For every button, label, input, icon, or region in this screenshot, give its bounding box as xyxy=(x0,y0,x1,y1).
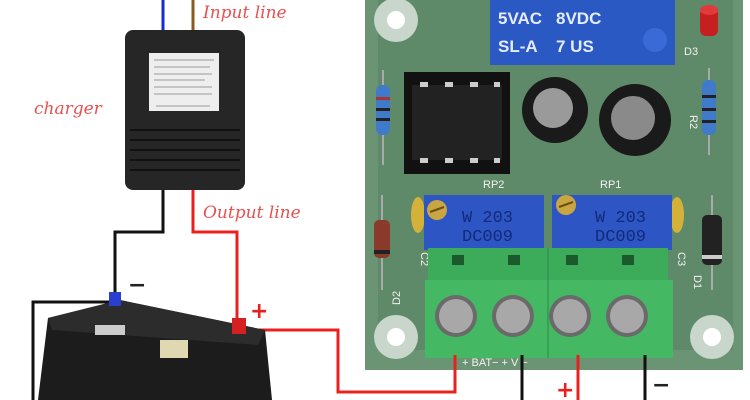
pot-label: W 203 xyxy=(462,209,513,228)
silk-c2: C2 xyxy=(418,252,430,266)
relay: 5VAC 8VDC SL-A 7 US xyxy=(490,0,675,65)
silk-d2: D2 xyxy=(391,291,403,305)
battery-negative-wire xyxy=(31,300,112,400)
battery-negative-terminal xyxy=(109,292,121,306)
silk-r2: R2 xyxy=(687,115,699,129)
led xyxy=(700,5,718,36)
silk-d1: D1 xyxy=(691,275,703,289)
ceramic-capacitor xyxy=(411,197,425,233)
potentiometer-rp2[interactable]: W 203 DC009 xyxy=(424,195,544,250)
terminal-screw[interactable] xyxy=(435,295,477,337)
terminal-labels: + BAT− + V − xyxy=(462,357,528,369)
wires xyxy=(31,0,647,400)
board-minus-sign: − xyxy=(652,373,670,398)
ic-chip xyxy=(404,72,510,174)
potentiometer-rp1[interactable]: W 203 DC009 xyxy=(552,195,672,250)
resistor xyxy=(376,70,390,165)
silk-c3: C3 xyxy=(675,252,687,266)
diode xyxy=(702,195,722,290)
capacitor xyxy=(522,77,588,143)
board-plus-sign: + xyxy=(556,378,574,400)
relay-mark: 7 US xyxy=(556,37,594,56)
input-line-label: Input line xyxy=(202,3,287,23)
terminal-block: + BAT− + V − xyxy=(425,248,673,369)
battery-positive-terminal xyxy=(232,318,246,334)
relay-text: 8VDC xyxy=(556,9,601,28)
terminal-screw[interactable] xyxy=(492,295,534,337)
charger-label: charger xyxy=(34,99,103,119)
pot-ref-rp1: RP1 xyxy=(600,179,621,191)
battery-minus-sign: − xyxy=(128,273,146,298)
capacitor xyxy=(599,84,671,156)
battery-plus-sign: + xyxy=(250,299,268,324)
resistor xyxy=(702,68,716,155)
positive-wire xyxy=(191,188,239,325)
charger-spec-label xyxy=(149,53,219,111)
pot-label: DC009 xyxy=(595,228,646,247)
relay-text: SL-A xyxy=(498,37,538,56)
mounting-hole xyxy=(690,315,734,359)
terminal-screw[interactable] xyxy=(606,295,648,337)
silk-d3: D3 xyxy=(684,46,698,58)
ceramic-capacitor xyxy=(670,197,684,233)
board-bat-positive-wire xyxy=(240,328,457,394)
output-line-label: Output line xyxy=(203,203,301,223)
battery xyxy=(38,292,272,400)
negative-wire xyxy=(113,188,165,295)
charger-adapter xyxy=(125,30,245,190)
pot-label: DC009 xyxy=(462,228,513,247)
mounting-hole xyxy=(374,0,418,42)
terminal-screw[interactable] xyxy=(549,295,591,337)
mounting-hole xyxy=(374,315,418,359)
charge-controller-board: 5VAC 8VDC SL-A 7 US D3 R2 D2 D1 C2 C3 RP… xyxy=(365,0,743,370)
pot-ref-rp2: RP2 xyxy=(483,179,504,191)
diode xyxy=(374,195,390,290)
relay-text: 5VAC xyxy=(498,9,542,28)
pot-label: W 203 xyxy=(595,209,646,228)
